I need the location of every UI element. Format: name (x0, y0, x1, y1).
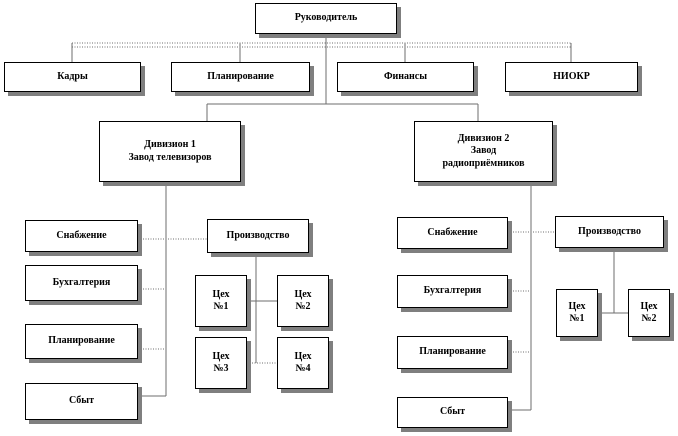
node-staff-planning: Планирование (171, 62, 310, 92)
node-d1-production: Производство (207, 219, 309, 253)
node-staff-finance: Финансы (337, 62, 474, 92)
node-d2-planning: Планирование (397, 336, 508, 369)
node-head: Руководитель (255, 3, 397, 34)
node-d2-accounting: Бухгалтерия (397, 275, 508, 308)
node-d1-accounting: Бухгалтерия (25, 265, 138, 301)
node-d2-shop-1: Цех №1 (556, 289, 598, 337)
node-d1-sales: Сбыт (25, 383, 138, 420)
node-d1-shop-2: Цех №2 (277, 275, 329, 327)
node-d2-sales: Сбыт (397, 397, 508, 428)
node-d1-shop-1: Цех №1 (195, 275, 247, 327)
node-staff-hr: Кадры (4, 62, 141, 92)
node-d1-shop-4: Цех №4 (277, 337, 329, 389)
node-d1-shop-3: Цех №3 (195, 337, 247, 389)
node-d1-supply: Снабжение (25, 220, 138, 252)
node-staff-rnd: НИОКР (505, 62, 638, 92)
node-d1-planning: Планирование (25, 324, 138, 359)
node-d2-supply: Снабжение (397, 217, 508, 249)
node-d2-production: Производство (555, 216, 664, 248)
node-division-1: Дивизион 1 Завод телевизоров (99, 121, 241, 182)
node-division-2: Дивизион 2 Завод радиоприёмников (414, 121, 553, 182)
node-d2-shop-2: Цех №2 (628, 289, 670, 337)
